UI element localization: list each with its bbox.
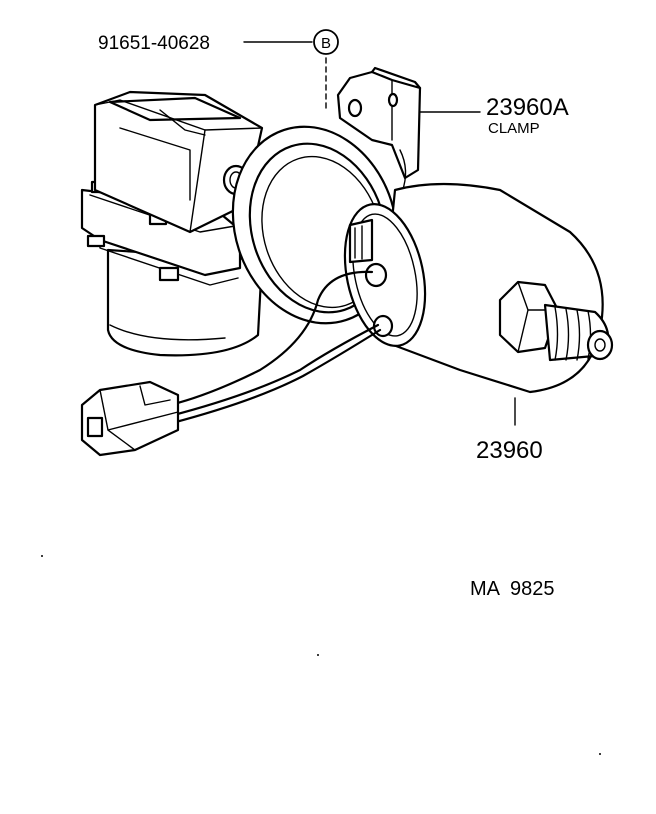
pump-body	[80, 90, 264, 357]
speck	[317, 654, 319, 656]
speck	[599, 753, 601, 755]
connector-plug	[80, 380, 180, 457]
clamp-name: CLAMP	[488, 120, 540, 137]
valve-part-number: 23960	[476, 437, 543, 464]
speck	[41, 555, 43, 557]
bolt-part-number: 91651-40628	[98, 33, 210, 54]
bolt-ref-letter: B	[321, 35, 331, 52]
clamp-part-number: 23960A	[486, 94, 569, 121]
valve-23960	[343, 182, 614, 394]
callout-leaders	[243, 41, 516, 426]
wire-harness	[168, 270, 382, 425]
bolt-ref-badge: B	[313, 29, 339, 55]
figure-code: MA 9825	[470, 578, 555, 600]
